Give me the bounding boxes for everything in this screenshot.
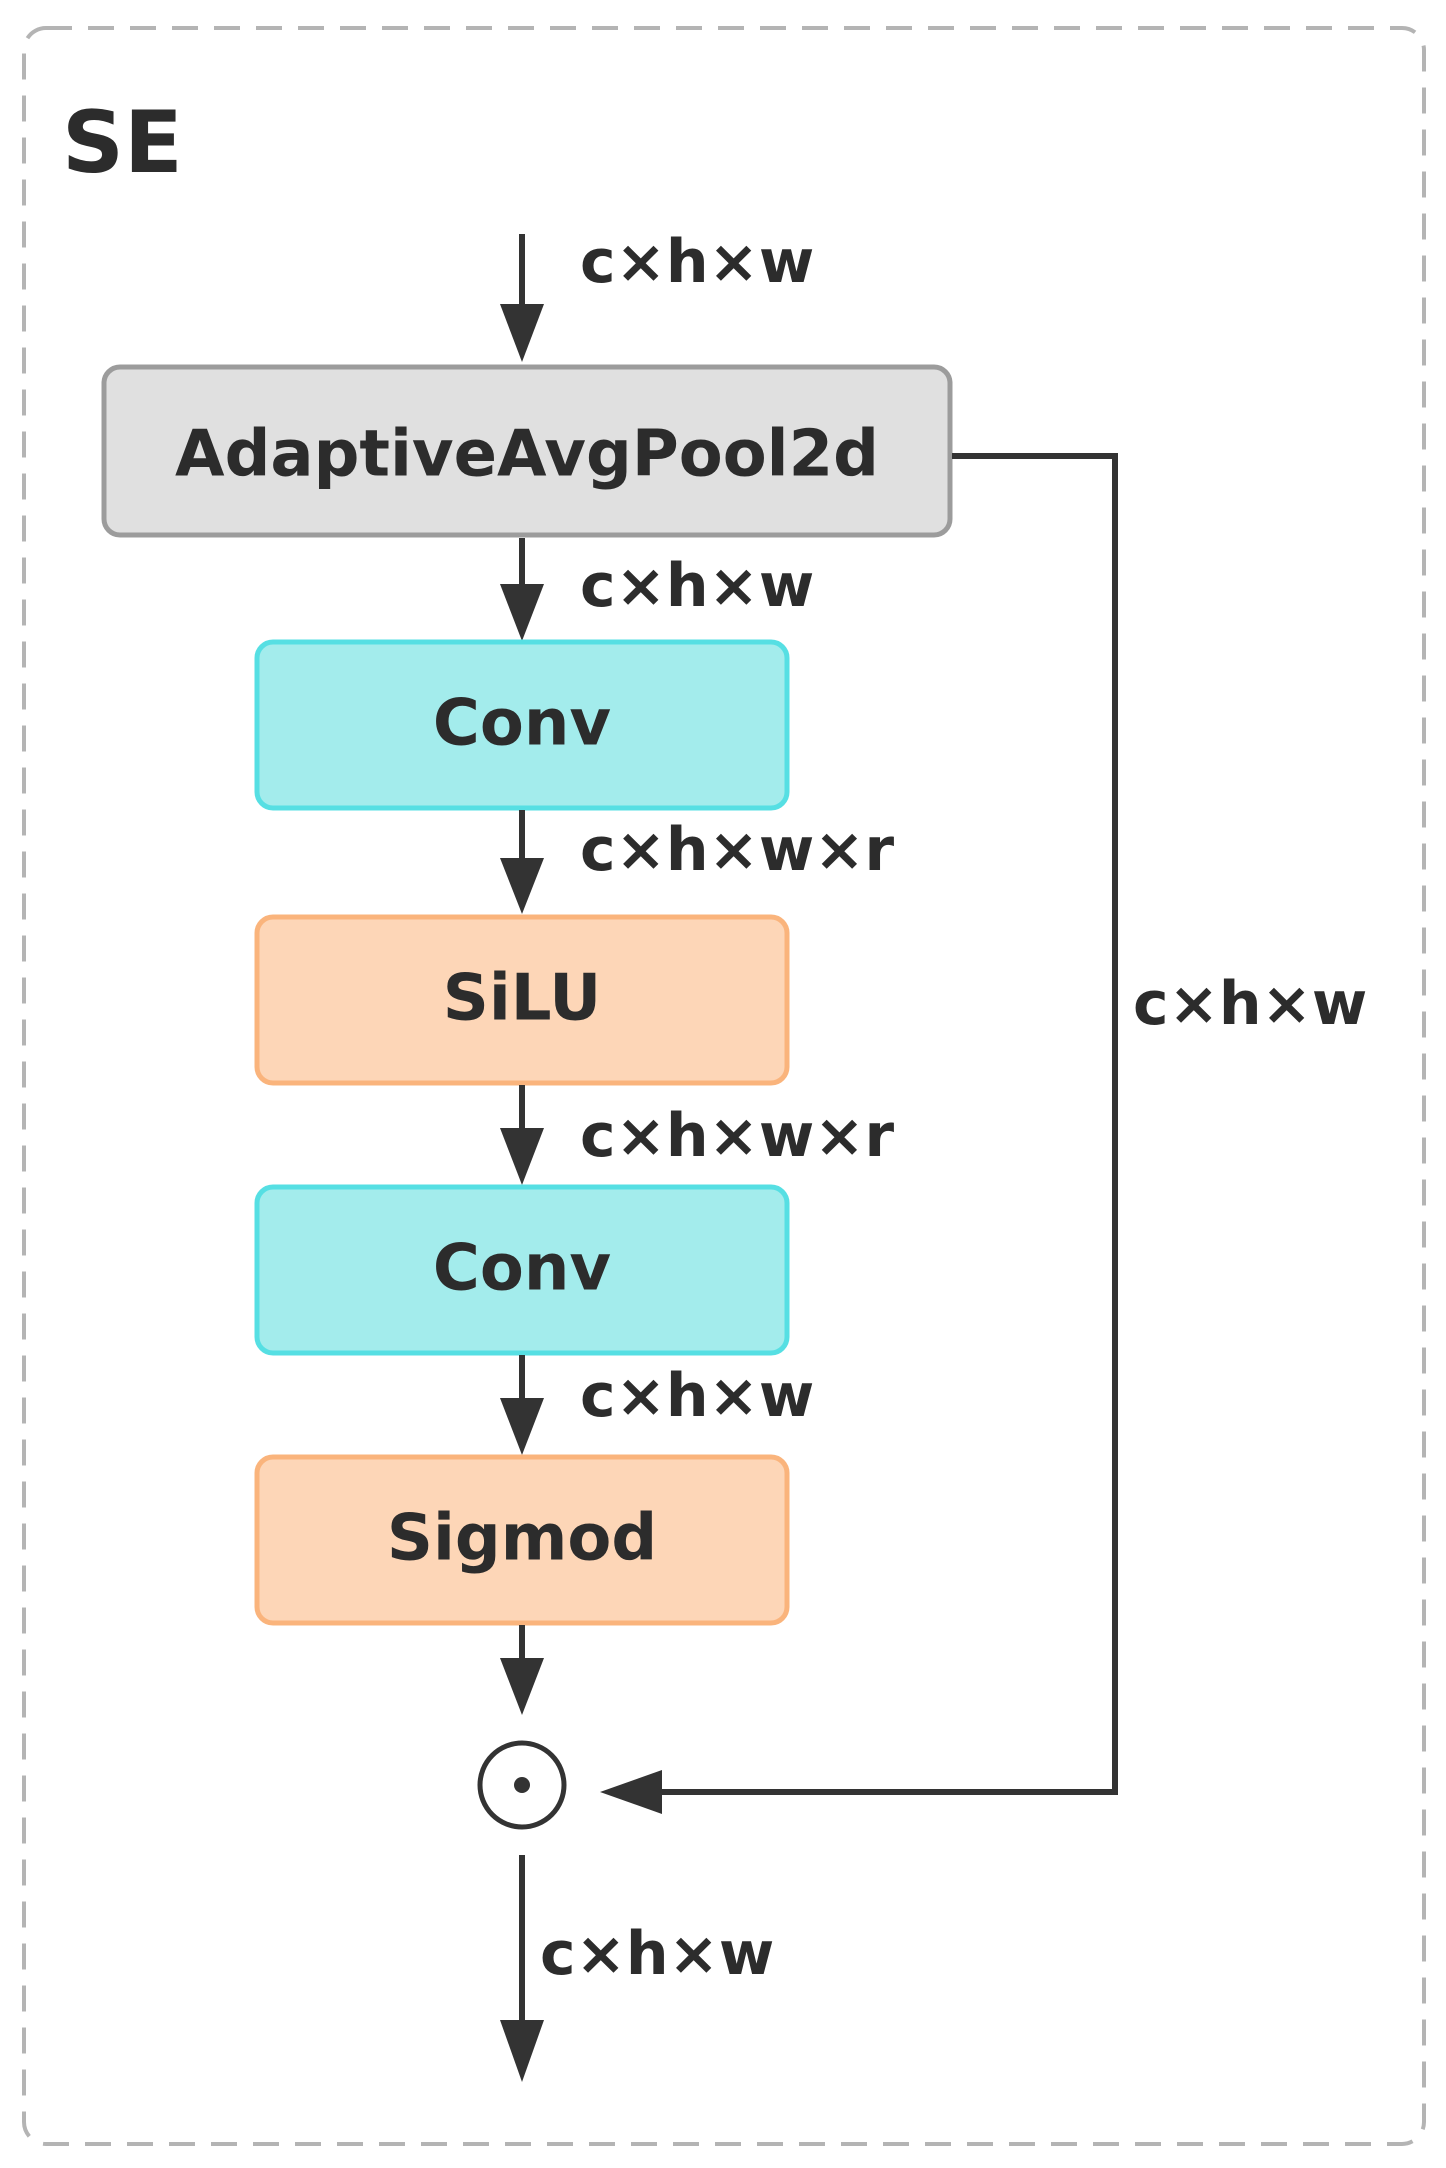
- module-title: SE: [62, 93, 183, 193]
- skip-dim-label: c×h×w: [1133, 969, 1367, 1039]
- conv1-label: Conv: [433, 687, 611, 761]
- adaptive-avg-pool-label: AdaptiveAvgPool2d: [175, 418, 879, 492]
- arrow-silu-to-conv2: [500, 1085, 544, 1185]
- se-module-frame: [22, 26, 1426, 2146]
- conv1-node: Conv: [254, 639, 790, 811]
- sigmod-label: Sigmod: [387, 1502, 657, 1576]
- adaptive-avg-pool-node: AdaptiveAvgPool2d: [101, 364, 953, 538]
- input-arrow: [500, 234, 544, 362]
- silu-to-conv2-dim-label: c×h×w×r: [580, 1101, 895, 1171]
- arrow-conv2-to-sigmod: [500, 1355, 544, 1455]
- sigmod-node: Sigmod: [254, 1454, 790, 1626]
- conv2-to-sigmod-dim-label: c×h×w: [580, 1361, 814, 1431]
- skip-connection-arrow: [600, 453, 1118, 1814]
- arrow-sigmod-to-multiply: [500, 1625, 544, 1715]
- conv2-label: Conv: [433, 1232, 611, 1306]
- output-dim-label: c×h×w: [540, 1919, 774, 1989]
- pool-to-conv1-dim-label: c×h×w: [580, 551, 814, 621]
- output-arrow: [500, 1855, 544, 2082]
- input-dim-label: c×h×w: [580, 227, 814, 297]
- silu-label: SiLU: [443, 962, 602, 1036]
- conv1-to-silu-dim-label: c×h×w×r: [580, 815, 895, 885]
- arrow-conv1-to-silu: [500, 810, 544, 914]
- silu-node: SiLU: [254, 914, 790, 1086]
- conv2-node: Conv: [254, 1184, 790, 1356]
- elementwise-multiply-icon: [477, 1740, 567, 1830]
- arrow-pool-to-conv1: [500, 538, 544, 641]
